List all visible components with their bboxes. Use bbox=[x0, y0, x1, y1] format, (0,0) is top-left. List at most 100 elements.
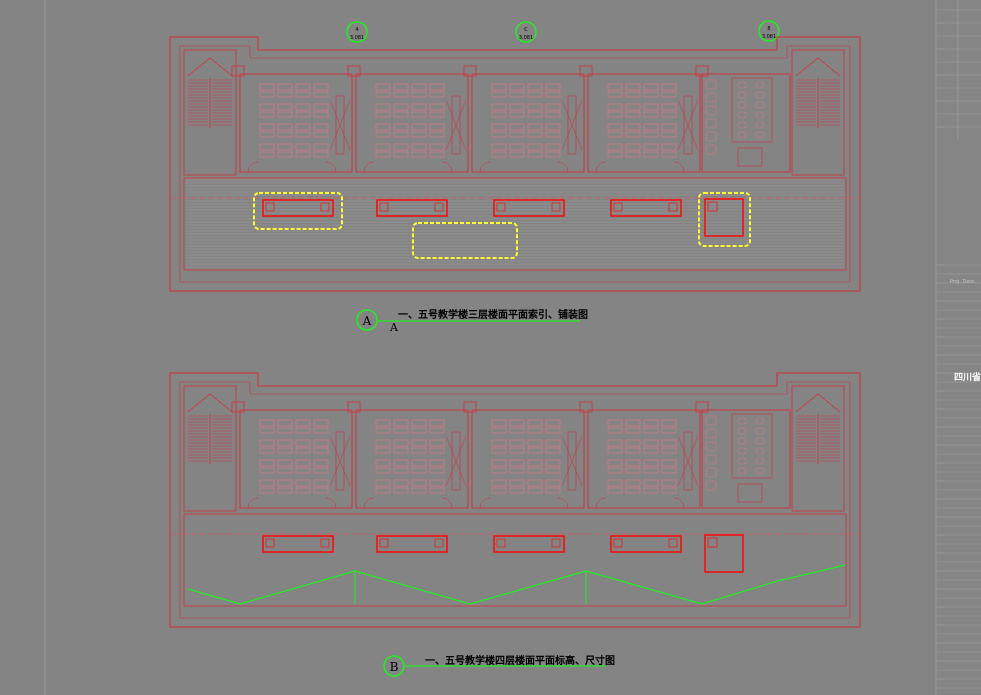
desk bbox=[545, 143, 561, 151]
desk bbox=[509, 111, 525, 118]
grid-axis-sub: 3.081 bbox=[350, 35, 364, 41]
desk bbox=[643, 111, 659, 118]
podium-line bbox=[561, 99, 583, 151]
toilet-fixture bbox=[737, 447, 747, 455]
desk bbox=[643, 151, 659, 158]
desk bbox=[313, 111, 329, 118]
plan-b-callout-letter: B bbox=[390, 660, 399, 674]
desk bbox=[259, 103, 275, 111]
desk bbox=[295, 151, 311, 158]
blackboard bbox=[567, 431, 577, 491]
desk bbox=[527, 427, 543, 434]
desk bbox=[625, 151, 641, 158]
grid-axis-bubble-2[interactable]: C 3.081 bbox=[515, 21, 537, 43]
stair-enclosure bbox=[183, 49, 237, 176]
toilet-wall bbox=[701, 409, 791, 509]
desk bbox=[625, 447, 641, 454]
desk bbox=[527, 91, 543, 98]
highlight-box-right[interactable] bbox=[698, 192, 751, 247]
desk bbox=[295, 439, 311, 447]
paving-index-tag bbox=[707, 537, 718, 548]
desk bbox=[429, 131, 445, 138]
desk bbox=[375, 151, 391, 158]
desk bbox=[607, 459, 623, 467]
desk bbox=[509, 83, 525, 91]
highlight-box-center[interactable] bbox=[412, 222, 518, 259]
desk bbox=[527, 467, 543, 474]
desk bbox=[277, 479, 293, 487]
desk bbox=[411, 131, 427, 138]
desk bbox=[607, 447, 623, 454]
toilet-fixture bbox=[737, 427, 747, 435]
paving-index-tag bbox=[434, 538, 444, 548]
stair-roof-mark bbox=[187, 393, 233, 413]
desk bbox=[643, 123, 659, 131]
column bbox=[231, 65, 245, 77]
desk bbox=[625, 131, 641, 138]
desk bbox=[277, 103, 293, 111]
paving-index-tag bbox=[707, 201, 718, 212]
desk bbox=[259, 427, 275, 434]
door-swing bbox=[247, 161, 259, 173]
desk bbox=[545, 83, 561, 91]
desk bbox=[277, 143, 293, 151]
desk bbox=[661, 439, 677, 447]
desk bbox=[527, 479, 543, 487]
desk bbox=[313, 447, 329, 454]
paving-index-box bbox=[262, 199, 334, 217]
paving-index-tag bbox=[379, 538, 389, 548]
stair-enclosure bbox=[791, 385, 845, 512]
desk bbox=[491, 103, 507, 111]
desk bbox=[375, 91, 391, 98]
desk bbox=[661, 459, 677, 467]
desk bbox=[259, 143, 275, 151]
stair-roof-mark bbox=[795, 393, 841, 413]
plan-b-title-group[interactable]: B 一、五号教学楼四层楼面平面标高、尺寸图 bbox=[383, 654, 615, 677]
plan-a-title-group[interactable]: A A 一、五号教学楼三层楼面平面索引、铺装图 bbox=[356, 308, 588, 334]
desk bbox=[491, 419, 507, 427]
desk bbox=[313, 419, 329, 427]
desk bbox=[527, 439, 543, 447]
building-outline bbox=[169, 372, 861, 628]
desk bbox=[625, 91, 641, 98]
desk bbox=[545, 487, 561, 494]
grid-axis-bubble-3[interactable]: 8 3.081 bbox=[758, 20, 780, 42]
toilet-fixture bbox=[705, 118, 717, 129]
desk bbox=[429, 111, 445, 118]
desk bbox=[259, 151, 275, 158]
classroom-wall bbox=[587, 409, 701, 509]
classroom-wall bbox=[471, 409, 585, 509]
desk bbox=[545, 459, 561, 467]
desk bbox=[527, 83, 543, 91]
toilet-block bbox=[701, 73, 791, 173]
desk bbox=[509, 439, 525, 447]
floor-plan-a[interactable] bbox=[169, 36, 861, 292]
desk bbox=[491, 427, 507, 434]
desk bbox=[313, 427, 329, 434]
desk bbox=[411, 479, 427, 487]
desk bbox=[277, 419, 293, 427]
desk bbox=[259, 467, 275, 474]
floor-plan-b[interactable] bbox=[169, 372, 861, 628]
toilet-fixture bbox=[755, 447, 765, 455]
desk bbox=[313, 151, 329, 158]
desk bbox=[661, 83, 677, 91]
desk bbox=[429, 479, 445, 487]
desk bbox=[545, 91, 561, 98]
desk bbox=[491, 111, 507, 118]
grid-axis-bubble-1[interactable]: 4 3.081 bbox=[346, 21, 368, 43]
desk bbox=[295, 419, 311, 427]
highlight-box-left[interactable] bbox=[253, 192, 343, 230]
desk bbox=[277, 459, 293, 467]
corridor-boundary bbox=[183, 513, 847, 607]
toilet-fixture bbox=[705, 415, 717, 426]
desk bbox=[545, 111, 561, 118]
paving-index-box bbox=[610, 535, 682, 553]
desk bbox=[527, 111, 543, 118]
paving-index-tag bbox=[379, 202, 389, 212]
toilet-fixture bbox=[737, 417, 747, 425]
desk bbox=[607, 487, 623, 494]
corridor-paving-hatch bbox=[186, 179, 844, 268]
desk bbox=[509, 467, 525, 474]
